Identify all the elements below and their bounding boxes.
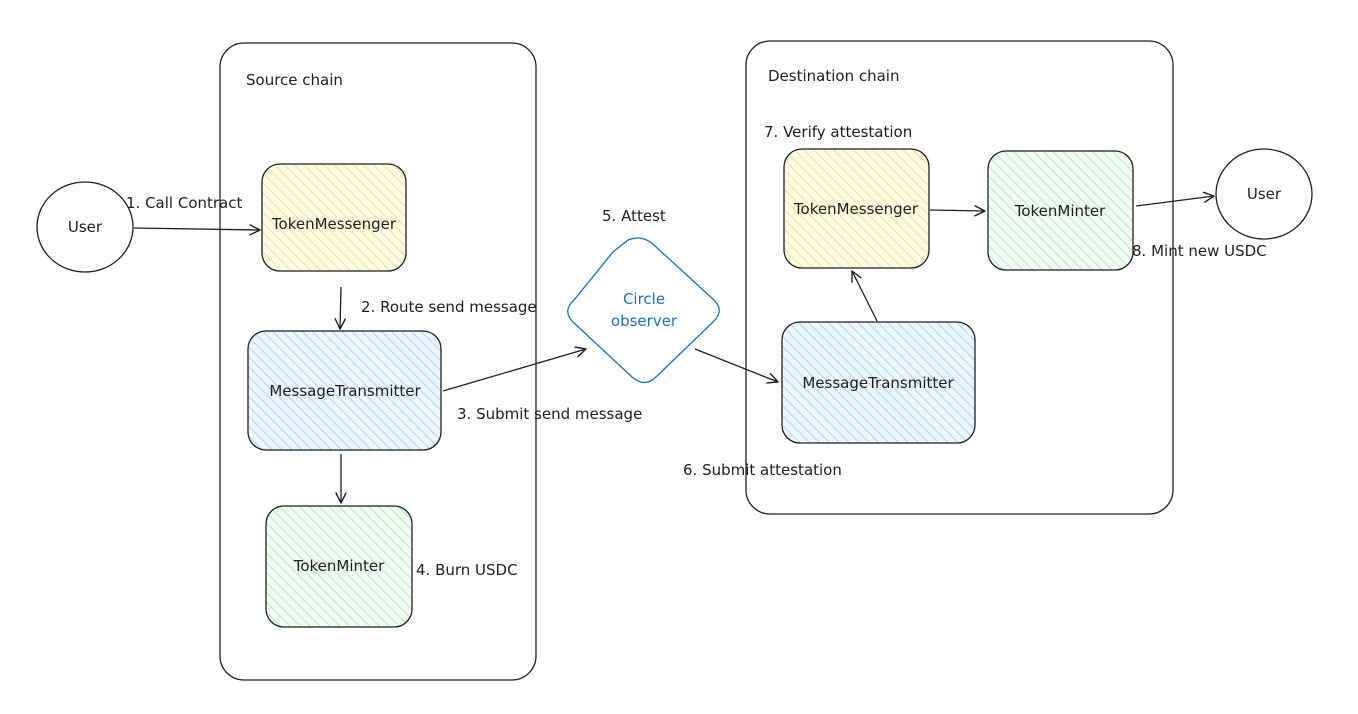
arrow-token-minter-to-user bbox=[1135, 191, 1215, 207]
step-8-label: 8. Mint new USDC bbox=[1132, 242, 1267, 260]
circle-observer-label-line2: observer bbox=[611, 312, 678, 330]
step-6-label: 6. Submit attestation bbox=[683, 461, 842, 479]
source-chain-label: Source chain bbox=[246, 71, 343, 89]
destination-token-minter-label: TokenMinter bbox=[1014, 202, 1106, 220]
arrow-message-transmitter-to-observer bbox=[442, 346, 587, 392]
step-2-label: 2. Route send message bbox=[361, 298, 537, 316]
arrow-token-messenger-to-message-transmitter bbox=[334, 286, 346, 330]
source-token-minter-node bbox=[265, 505, 413, 628]
step-1-label: 1. Call Contract bbox=[126, 194, 242, 212]
user-left-label: User bbox=[68, 218, 103, 236]
user-left-node bbox=[36, 181, 134, 273]
source-token-minter-label: TokenMinter bbox=[293, 557, 385, 575]
destination-message-transmitter-label: MessageTransmitter bbox=[802, 374, 954, 392]
circle-observer-node bbox=[567, 237, 720, 384]
arrow-destination-token-messenger-to-token-minter bbox=[929, 205, 986, 217]
user-right-label: User bbox=[1247, 185, 1282, 203]
arrow-observer-to-destination-message-transmitter bbox=[694, 348, 779, 384]
step-4-label: 4. Burn USDC bbox=[416, 561, 518, 579]
destination-token-messenger-node bbox=[783, 148, 930, 269]
arrow-destination-message-transmitter-to-token-messenger bbox=[851, 270, 878, 322]
source-token-messenger-label: TokenMessenger bbox=[271, 215, 397, 233]
step-5-label: 5. Attest bbox=[602, 207, 666, 225]
destination-token-messenger-label: TokenMessenger bbox=[793, 200, 919, 218]
destination-chain-container bbox=[745, 40, 1174, 515]
destination-chain-label: Destination chain bbox=[768, 67, 899, 85]
step-3-label: 3. Submit send message bbox=[457, 405, 642, 423]
source-token-messenger-node bbox=[261, 163, 407, 272]
source-chain-container bbox=[219, 42, 537, 681]
arrow-user-to-token-messenger bbox=[133, 224, 261, 236]
destination-message-transmitter-node bbox=[781, 321, 976, 444]
circle-observer-label-line1: Circle bbox=[623, 290, 665, 308]
user-right-node bbox=[1215, 148, 1313, 240]
step-7-label: 7. Verify attestation bbox=[764, 123, 912, 141]
source-message-transmitter-label: MessageTransmitter bbox=[269, 382, 421, 400]
destination-token-minter-node bbox=[987, 150, 1134, 271]
source-message-transmitter-node bbox=[247, 330, 442, 451]
